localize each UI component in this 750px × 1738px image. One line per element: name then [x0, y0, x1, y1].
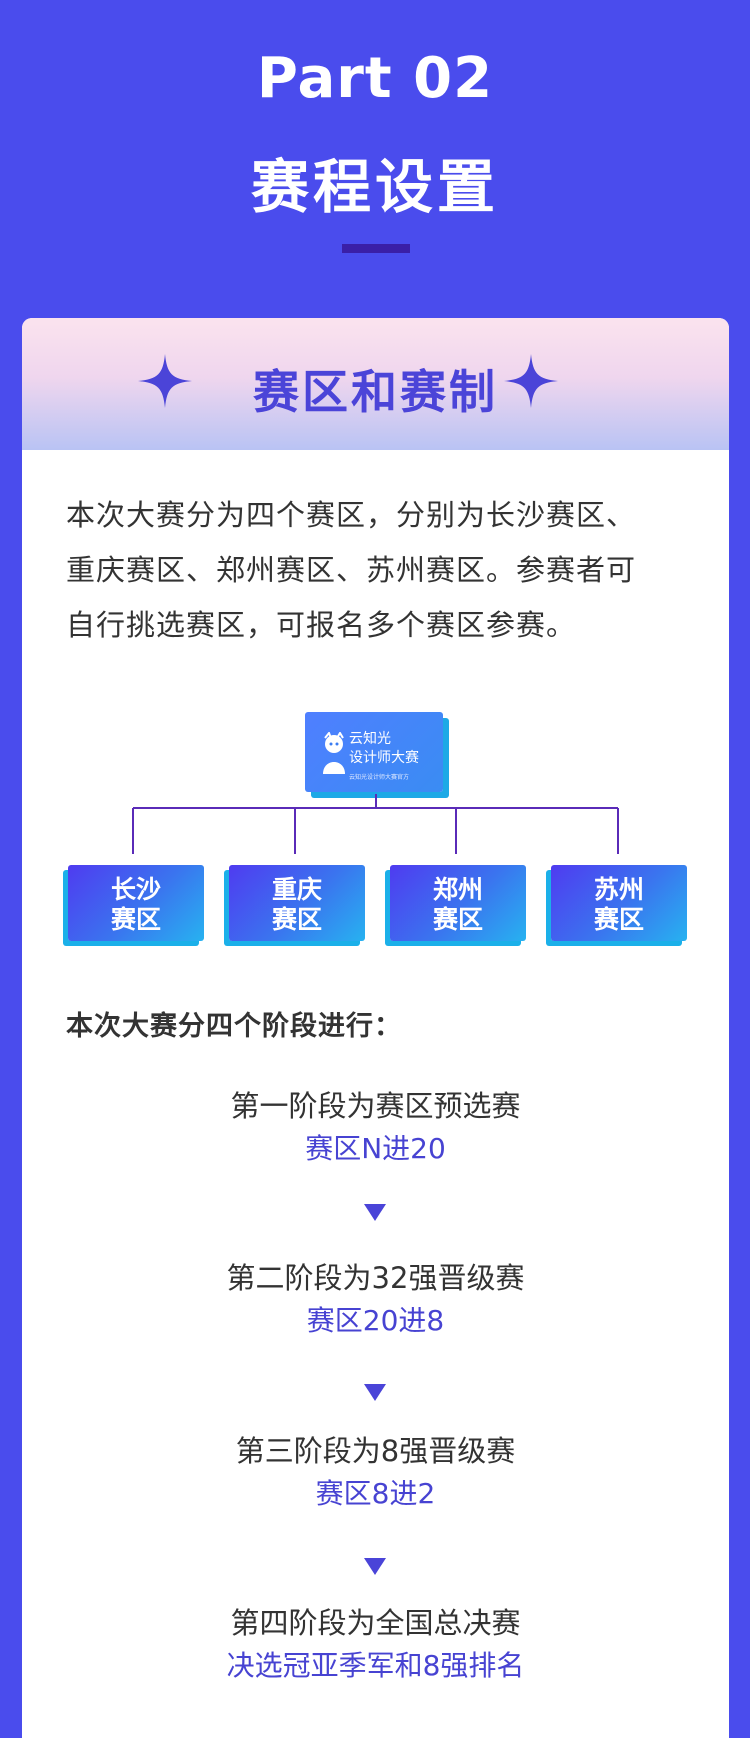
- title-divider: [342, 244, 410, 253]
- intro-line: 本次大赛分为四个赛区，分别为长沙赛区、: [66, 498, 637, 532]
- down-triangle-icon: [364, 1384, 386, 1401]
- stage-name: 第一阶段为赛区预选赛: [230, 1089, 521, 1123]
- stage-detail: 赛区20进8: [306, 1304, 445, 1337]
- region-label: 长沙 赛区: [110, 875, 161, 934]
- region-label: 苏州 赛区: [593, 875, 644, 934]
- sparkle-star-icon: [504, 354, 558, 408]
- card-title: 赛区和赛制: [253, 365, 498, 419]
- card-header: 赛区和赛制: [22, 318, 729, 450]
- part-number: Part 02: [256, 46, 494, 111]
- mascot-icon: [323, 732, 345, 774]
- stage-item: 第一阶段为赛区预选赛 赛区N进20: [22, 1086, 729, 1172]
- stage-detail: 决选冠亚季军和8强排名: [226, 1649, 525, 1682]
- stage-name: 第二阶段为32强晋级赛: [226, 1261, 525, 1295]
- stage-item: 第二阶段为32强晋级赛 赛区20进8: [22, 1258, 729, 1344]
- stage-name: 第三阶段为8强晋级赛: [235, 1434, 516, 1468]
- down-triangle-icon: [364, 1204, 386, 1221]
- logo-line: 设计师大赛: [349, 750, 419, 766]
- stage-item: 第三阶段为8强晋级赛 赛区8进2: [22, 1431, 729, 1517]
- region-box-suzhou: 苏州 赛区: [551, 865, 687, 941]
- logo-text: 云知光 设计师大赛: [349, 730, 419, 768]
- down-triangle-icon: [364, 1558, 386, 1575]
- contest-logo: 云知光 设计师大赛 云知光设计师大赛官方: [305, 712, 443, 792]
- logo-line: 云知光: [349, 731, 391, 747]
- region-label: 重庆 赛区: [271, 875, 322, 934]
- intro-paragraph: 本次大赛分为四个赛区，分别为长沙赛区、 重庆赛区、郑州赛区、苏州赛区。参赛者可 …: [66, 488, 690, 653]
- stage-name: 第四阶段为全国总决赛: [230, 1606, 521, 1640]
- intro-line: 自行挑选赛区，可报名多个赛区参赛。: [66, 608, 577, 642]
- region-box-zhengzhou: 郑州 赛区: [390, 865, 526, 941]
- content-card: 赛区和赛制 本次大赛分为四个赛区，分别为长沙赛区、 重庆赛区、郑州赛区、苏州赛区…: [22, 318, 729, 1738]
- region-box-changsha: 长沙 赛区: [68, 865, 204, 941]
- region-tree-connector: [132, 794, 619, 854]
- logo-tagline: 云知光设计师大赛官方: [349, 774, 410, 781]
- region-box-chongqing: 重庆 赛区: [229, 865, 365, 941]
- region-label: 郑州 赛区: [432, 875, 483, 934]
- sparkle-star-icon: [138, 354, 192, 408]
- section-title: 赛程设置: [250, 153, 499, 221]
- stage-detail: 赛区N进20: [305, 1132, 446, 1165]
- stage-detail: 赛区8进2: [315, 1477, 436, 1510]
- stages-heading: 本次大赛分四个阶段进行：: [66, 1011, 402, 1042]
- stage-item: 第四阶段为全国总决赛 决选冠亚季军和8强排名: [22, 1603, 729, 1689]
- intro-line: 重庆赛区、郑州赛区、苏州赛区。参赛者可: [66, 553, 637, 587]
